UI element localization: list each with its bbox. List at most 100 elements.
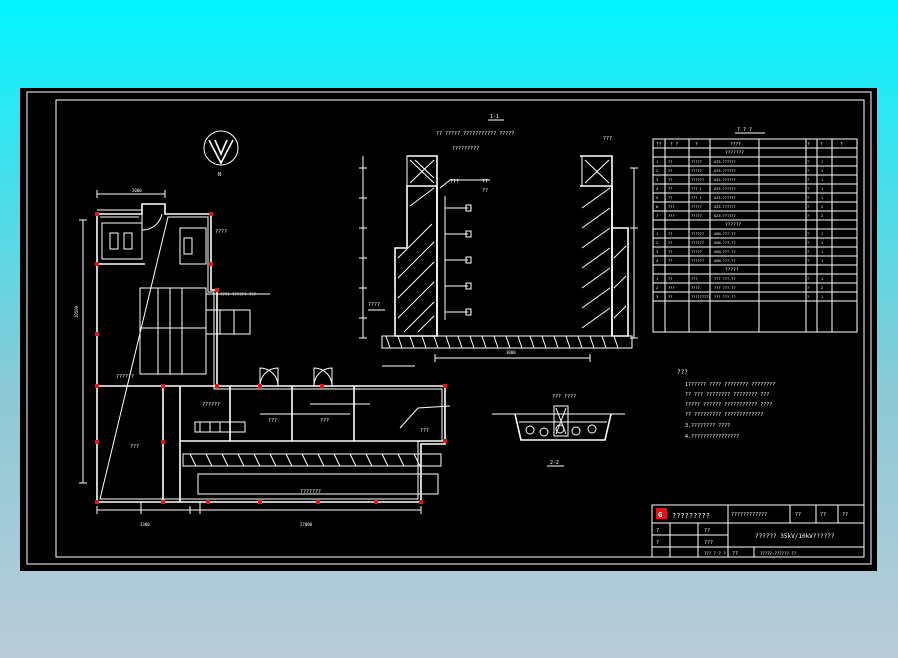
table-cell: GZ3-?????? xyxy=(714,178,736,182)
table-cell: ?????? xyxy=(691,232,704,236)
table-header-cell: ? xyxy=(820,142,823,148)
table-cell: GZ3-?????? xyxy=(714,214,736,218)
table-cell: ????? xyxy=(691,250,702,254)
plan-label-1: ???? xyxy=(215,229,227,235)
section2-title: 2-2 xyxy=(550,460,559,466)
section-1-1: 1-1 ?? ????? ??????????? ????? ?????????… xyxy=(359,114,638,367)
table-cell: ? xyxy=(807,241,809,245)
table-cell: GZ3-?????? xyxy=(714,169,736,173)
table-cell: ??? xyxy=(691,277,698,281)
table-cell: ??? ???-?? xyxy=(714,277,736,281)
table-cell: 6 xyxy=(656,205,658,209)
table-cell: XGN-???-?? xyxy=(714,250,736,254)
table-cell: ? xyxy=(807,250,809,254)
section-title: 1-1 xyxy=(490,114,499,120)
section-mid-label-1: ??? xyxy=(450,179,459,185)
equipment-table: ? ? ? ??? ????????????????1???????GZ3-??… xyxy=(652,127,858,333)
drawing-number: ?????-??????-?? xyxy=(760,551,797,556)
table-cell: ?? xyxy=(668,259,672,263)
plan-label-partial: ???? ?????? ??? xyxy=(220,292,257,297)
table-group-header: ?????? xyxy=(725,222,742,228)
table-cell: 1 xyxy=(821,277,823,281)
table-cell: 1 xyxy=(656,160,658,164)
table-cell: ???? xyxy=(691,286,700,290)
table-cell: ? xyxy=(807,178,809,182)
outer-frame xyxy=(26,91,872,565)
table-cell: 2 xyxy=(821,214,823,218)
floor-plan: N 2000 10500 xyxy=(74,130,451,527)
table-header-cell: ?? xyxy=(656,142,662,148)
table-cell: 1 xyxy=(656,277,658,281)
table-cell: ?? xyxy=(668,196,672,200)
table-cell: 3 xyxy=(656,178,658,182)
table-cell: ??? xyxy=(668,286,675,290)
table-cell: 2 xyxy=(821,286,823,290)
table-cell: ?????? xyxy=(691,178,704,182)
table-cell: ??? ???-?? xyxy=(714,286,736,290)
table-cell: ?? xyxy=(668,277,672,281)
table-cell: ??? xyxy=(668,205,675,209)
inner-frame xyxy=(55,99,865,558)
north-label: N xyxy=(218,172,221,178)
note-line-5: 3.???????? ???? xyxy=(685,423,730,429)
section-top-right: ??? xyxy=(603,136,612,142)
table-cell: 1 xyxy=(821,259,823,263)
title-block: G ????????? ???????????? ?? ?? ?? ??????… xyxy=(651,504,865,558)
table-cell: ????? xyxy=(691,214,702,218)
plan-dim-top: 2000 xyxy=(132,188,142,193)
table-header-cell: ? ? xyxy=(670,142,678,148)
table-cell: GZ3-?????? xyxy=(714,187,736,191)
table-cell: 1 xyxy=(656,232,658,236)
table-cell: ? xyxy=(807,160,809,164)
tb-cell-1: ?? xyxy=(795,512,801,518)
table-header-cell: ? xyxy=(807,142,810,148)
table-cell: 4 xyxy=(656,259,658,263)
table-cell: ? xyxy=(807,295,809,299)
table-cell: 4 xyxy=(656,187,658,191)
table-cell: ?????? xyxy=(691,241,704,245)
table-cell: ?? xyxy=(668,241,672,245)
drawing-title: ?????? 35kV/10kV?????? xyxy=(755,533,835,540)
table-cell: 1 xyxy=(821,169,823,173)
section-dim-bottom: 3000 xyxy=(506,350,516,355)
column-marks xyxy=(95,212,447,504)
table-header-cell: ???? xyxy=(730,142,741,148)
table-cell: ?? xyxy=(668,178,672,182)
table-cell: 2 xyxy=(821,205,823,209)
table-cell: ????? xyxy=(691,160,702,164)
plan-label-3: ?????? xyxy=(202,402,220,408)
table-cell: XGN-???-?? xyxy=(714,232,736,236)
note-line-3: ????? ?????? ??????????? ???? xyxy=(685,402,772,408)
table-cell: 1 xyxy=(821,196,823,200)
table-cell: ? xyxy=(807,196,809,200)
table-cell: ??? ???-?? xyxy=(714,295,736,299)
table-cell: 1 xyxy=(821,295,823,299)
table-cell: ? xyxy=(807,232,809,236)
table-cell: 2 xyxy=(656,286,658,290)
table-cell: ????????? xyxy=(691,295,710,299)
section2-label: ??? ???? xyxy=(552,394,576,400)
table-cell: ????? xyxy=(691,205,702,209)
table-header-cell: ? xyxy=(840,142,843,148)
table-cell: ?? xyxy=(668,250,672,254)
table-cell: ????? xyxy=(691,169,702,173)
table-cell: 1 xyxy=(821,160,823,164)
tb-cell-8: ??? ? ? ? xyxy=(704,551,726,556)
section-2-2: ??? ???? 2-2 xyxy=(492,394,625,467)
table-cell: ? xyxy=(807,205,809,209)
plan-dim-left: 10500 xyxy=(74,305,79,318)
note-line-6: 4.???????????????? xyxy=(685,434,739,440)
table-cell: ?? xyxy=(668,160,672,164)
note-line-2: ?? ??? ???????? ???????? ??? xyxy=(685,392,769,398)
table-cell: ? xyxy=(807,214,809,218)
plan-dim-bottom-left: 3300 xyxy=(140,522,150,527)
plan-dim-bottom-right: 27000 xyxy=(300,522,313,527)
tb-cell-4: ? xyxy=(656,528,659,534)
table-cell: ?? xyxy=(668,187,672,191)
table-header-cell: ? xyxy=(695,142,698,148)
table-cell: ??? 1 xyxy=(691,187,702,191)
table-cell: GZ3-?????? xyxy=(714,160,736,164)
section-top-label-2: ????????? xyxy=(452,146,479,152)
plan-label-4: ??? xyxy=(420,428,429,434)
table-cell: ? xyxy=(807,169,809,173)
